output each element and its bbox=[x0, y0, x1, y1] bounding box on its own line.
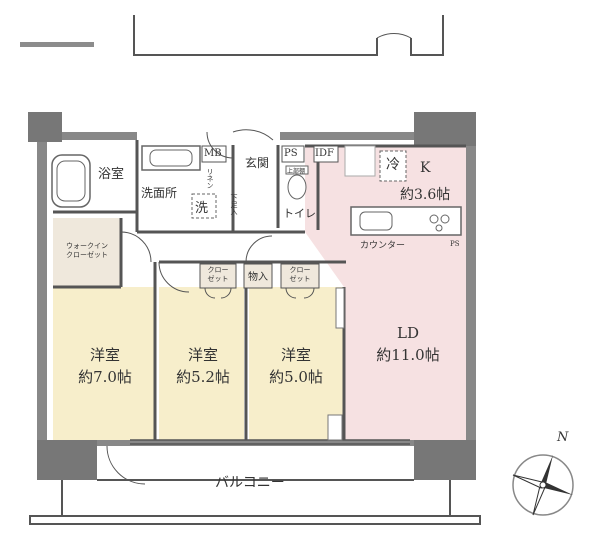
balcony-windows bbox=[130, 439, 410, 445]
kitchen-counter bbox=[350, 206, 462, 236]
entrance-label: 玄関 bbox=[245, 156, 270, 170]
scale-bar bbox=[20, 42, 94, 47]
toilet-label: トイレ bbox=[283, 207, 316, 220]
washroom-label: 洗面所 bbox=[141, 186, 178, 200]
kitchen-label: K bbox=[420, 160, 431, 176]
compass-icon bbox=[512, 454, 574, 516]
walkin-closet-label: ウォークインクローゼット bbox=[66, 242, 108, 259]
balcony-label: バルコニー bbox=[215, 475, 285, 491]
ps-small-label: PS bbox=[450, 240, 460, 248]
shoe-storage-label: 下足入 bbox=[230, 194, 238, 215]
idf-label: IDF bbox=[315, 148, 334, 159]
bathtub bbox=[51, 154, 91, 208]
kitchen-size-label: 約3.6帖 bbox=[400, 187, 451, 203]
closet-doors bbox=[120, 231, 320, 299]
western2-label: 洋室約5.2帖 bbox=[176, 346, 230, 386]
washer-label: 洗 bbox=[195, 201, 209, 216]
fridge-label: 冷 bbox=[386, 157, 400, 173]
outer-walls bbox=[28, 112, 476, 480]
closet1-label: クローゼット bbox=[207, 266, 229, 283]
bath-label: 浴室 bbox=[98, 167, 125, 182]
balcony bbox=[29, 445, 481, 525]
room-western1-fill bbox=[53, 287, 155, 440]
compass-north-label: N bbox=[557, 430, 569, 445]
western1-label: 洋室約7.0帖 bbox=[78, 346, 132, 386]
walkin-closet-fill bbox=[53, 218, 121, 287]
stove-icon bbox=[429, 214, 450, 232]
ps-label: PS bbox=[284, 148, 298, 159]
upper-shelf-label: 上部棚 bbox=[287, 168, 306, 175]
storage-label: 物入 bbox=[248, 272, 268, 283]
washer-space bbox=[191, 193, 217, 219]
fridge-space bbox=[379, 150, 407, 182]
corridor-outline bbox=[133, 15, 444, 56]
mb-label: MB bbox=[204, 148, 222, 159]
linen-label: リネン bbox=[206, 168, 214, 189]
toilet-bowl bbox=[287, 174, 307, 200]
western3-label: 洋室約5.0帖 bbox=[269, 346, 323, 386]
counter-label: カウンター bbox=[360, 241, 406, 251]
closet2-label: クローゼット bbox=[289, 266, 311, 283]
room-western2-fill bbox=[159, 287, 244, 440]
entrance-door bbox=[206, 129, 274, 159]
